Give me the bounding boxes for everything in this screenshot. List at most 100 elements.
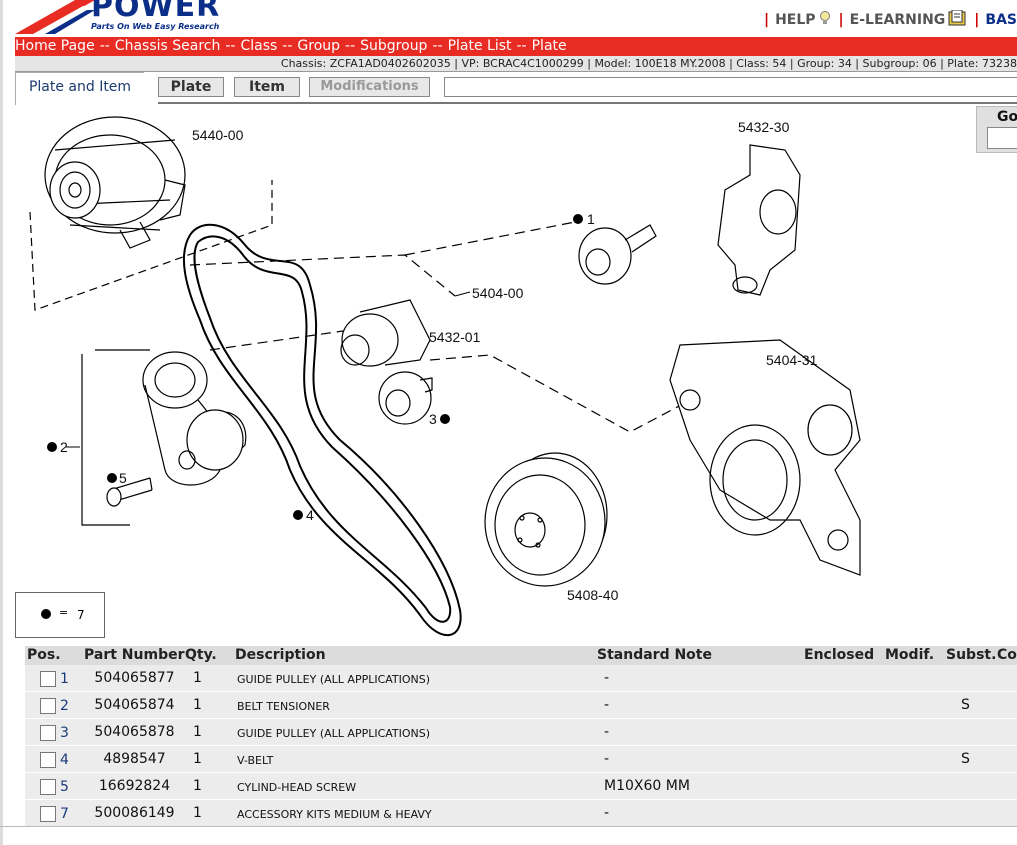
item-button[interactable]: Item [234,77,300,97]
top-links: | HELP | E-LEARNING | BAS [756,9,1017,31]
logo-tagline: Parts On Web Easy Research [91,22,220,31]
breadcrumb: Home Page--Chassis Search--Class--Group-… [15,37,1017,56]
callout-label[interactable]: 5404-00 [472,285,524,301]
row-standard-note: - [604,724,610,740]
v-belt-part[interactable] [183,223,462,636]
breadcrumb-separator: -- [516,38,527,54]
legend-dot-icon [41,609,51,619]
link-separator: | [763,12,770,28]
power-logo[interactable]: POWER Parts On Web Easy Research [15,0,223,34]
row-select-checkbox[interactable] [40,671,56,687]
breadcrumb-separator: -- [282,38,293,54]
callout-label[interactable]: 5432-30 [738,119,790,135]
row-select-checkbox[interactable] [40,725,56,741]
link-separator: | [974,12,980,28]
callout-pos-label[interactable]: 3 [429,411,437,427]
row-position-link[interactable]: 3 [60,725,69,741]
bracket-5432-30-part[interactable] [717,144,801,296]
col-co[interactable]: Co [997,647,1017,663]
tab-plate-and-item[interactable]: Plate and Item [15,72,144,105]
callout-pos-label[interactable]: 5 [119,470,127,486]
parts-table: Pos. Part Number Qty. Description Standa… [25,646,1017,827]
col-subst[interactable]: Subst. [946,647,997,663]
tab-filter-field[interactable] [444,77,1017,97]
bas-link[interactable]: BAS [985,12,1017,28]
timing-cover-5404-31-part[interactable] [669,339,861,576]
tab-bar: Plate and Item Plate Item Modifications [15,72,1017,105]
col-pos[interactable]: Pos. [27,647,61,663]
col-qty[interactable]: Qty. [185,647,217,663]
breadcrumb-home[interactable]: Home Page [15,38,95,54]
callout-pos-label[interactable]: 2 [60,439,68,455]
row-quantity: 1 [193,697,202,713]
e-learning-book-icon[interactable] [948,9,966,30]
row-select-checkbox[interactable] [40,698,56,714]
belt-tensioner-part[interactable] [142,351,247,486]
row-substitution: S [961,751,970,767]
breadcrumb-group[interactable]: Group [297,38,341,54]
go-input[interactable] [987,127,1017,149]
row-part-number: 16692824 [98,778,171,794]
row-position-link[interactable]: 5 [60,779,69,795]
callout-dot [293,510,303,520]
callout-pos-label[interactable]: 1 [587,211,595,227]
guide-pulley-1-part[interactable] [578,224,657,285]
row-standard-note: M10X60 MM [604,778,690,794]
col-modif[interactable]: Modif. [885,647,935,663]
row-description: GUIDE PULLEY (ALL APPLICATIONS) [237,727,431,740]
row-quantity: 1 [193,751,202,767]
row-substitution: S [961,697,970,713]
row-description: CYLIND-HEAD SCREW [237,781,357,794]
drawing-legend: = 7 [15,592,105,638]
col-part-number[interactable]: Part Number [84,647,185,663]
callout-dot [107,473,117,483]
row-position-link[interactable]: 1 [60,671,69,687]
callout-label[interactable]: 5408-40 [567,587,619,603]
breadcrumb-plate-list[interactable]: Plate List [447,38,512,54]
callout-label[interactable]: 5432-01 [429,329,481,345]
e-learning-link[interactable]: E-LEARNING [849,12,946,28]
row-part-number: 4898547 [103,751,166,767]
breadcrumb-chassis-search[interactable]: Chassis Search [114,38,221,54]
modifications-button[interactable]: Modifications [309,77,430,97]
row-select-checkbox[interactable] [40,752,56,768]
row-select-checkbox[interactable] [40,779,56,795]
callout-pos-label[interactable]: 4 [306,507,314,523]
crankshaft-pulley-5408-40-part[interactable] [484,452,608,587]
breadcrumb-plate[interactable]: Plate [531,38,567,54]
row-position-link[interactable]: 2 [60,698,69,714]
col-enclosed[interactable]: Enclosed [804,647,875,663]
callout-label[interactable]: 5440-00 [192,127,244,143]
guide-pulley-3-part[interactable] [378,371,433,425]
row-position-link[interactable]: 4 [60,752,69,768]
row-description: ACCESSORY KITS MEDIUM & HEAVY [237,808,432,821]
breadcrumb-class[interactable]: Class [240,38,278,54]
breadcrumb-separator: -- [99,38,110,54]
help-link[interactable]: HELP [775,12,816,28]
plate-button[interactable]: Plate [158,77,224,97]
breadcrumb-subgroup[interactable]: Subgroup [360,38,428,54]
row-select-checkbox[interactable] [40,806,56,822]
row-part-number: 500086149 [94,805,175,821]
col-description[interactable]: Description [235,647,326,663]
row-position-link[interactable]: 7 [60,806,69,822]
help-bulb-icon[interactable] [819,10,831,30]
row-part-number: 504065877 [94,670,175,686]
breadcrumb-separator: -- [432,38,443,54]
callout-label[interactable]: 5404-31 [766,352,818,368]
idler-pulley-assembly-part[interactable] [340,299,431,367]
col-standard-note[interactable]: Standard Note [597,647,712,663]
callout-dot [573,214,583,224]
window-left-border [0,0,3,845]
cylinder-head-screw-part[interactable] [106,477,153,507]
row-description: V-BELT [237,754,274,767]
logo-swoosh-icon [15,0,95,34]
logo-wordmark: POWER [91,0,221,24]
alternator-part[interactable] [44,116,186,249]
